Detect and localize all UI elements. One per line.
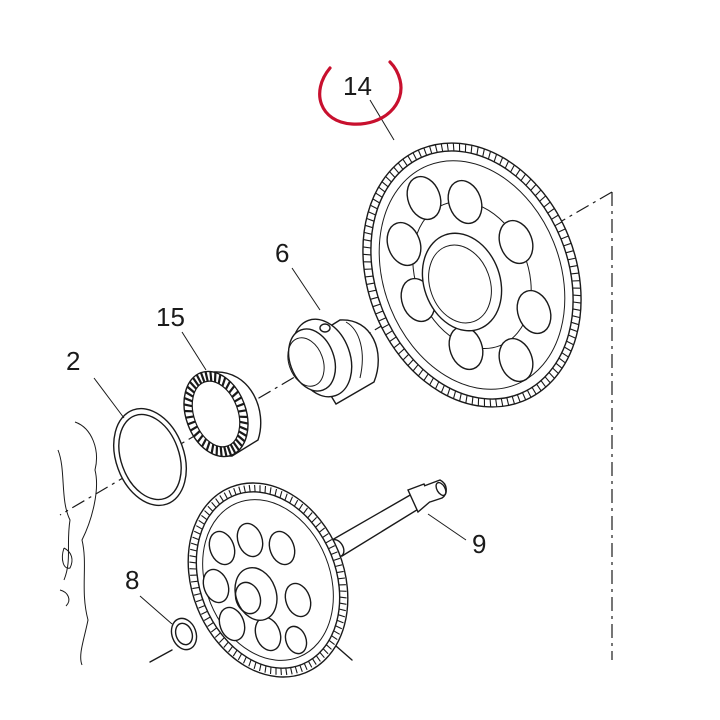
gear-tooth-lines [189,484,347,676]
callout-15[interactable]: 15 [156,302,185,332]
callout-8[interactable]: 8 [125,565,139,595]
callout-2[interactable]: 2 [66,346,80,376]
snap-ring-part-8 [149,617,198,663]
gear-14-teeth [362,142,582,408]
needle-bearing-part-15 [183,370,262,458]
gear-14-holes [386,175,552,383]
callout-6[interactable]: 6 [275,238,289,268]
gear-14-hub [421,232,503,332]
callout-9[interactable]: 9 [472,529,486,559]
bushing-part-6 [287,318,379,405]
bearing-needles [183,371,249,457]
engine-case-outline [57,421,98,666]
lower-gear-teeth [189,484,347,676]
washer-part-2 [113,407,187,507]
lower-gear-holes [202,522,353,661]
needle-lines [183,371,249,457]
leader-lines [93,99,467,625]
shaft-part-9 [329,479,447,558]
gear-tooth-lines [362,142,582,408]
callout-labels: 14 6 15 2 9 8 [66,71,486,595]
callout-14[interactable]: 14 [343,71,372,101]
highlight-circle [318,60,403,126]
